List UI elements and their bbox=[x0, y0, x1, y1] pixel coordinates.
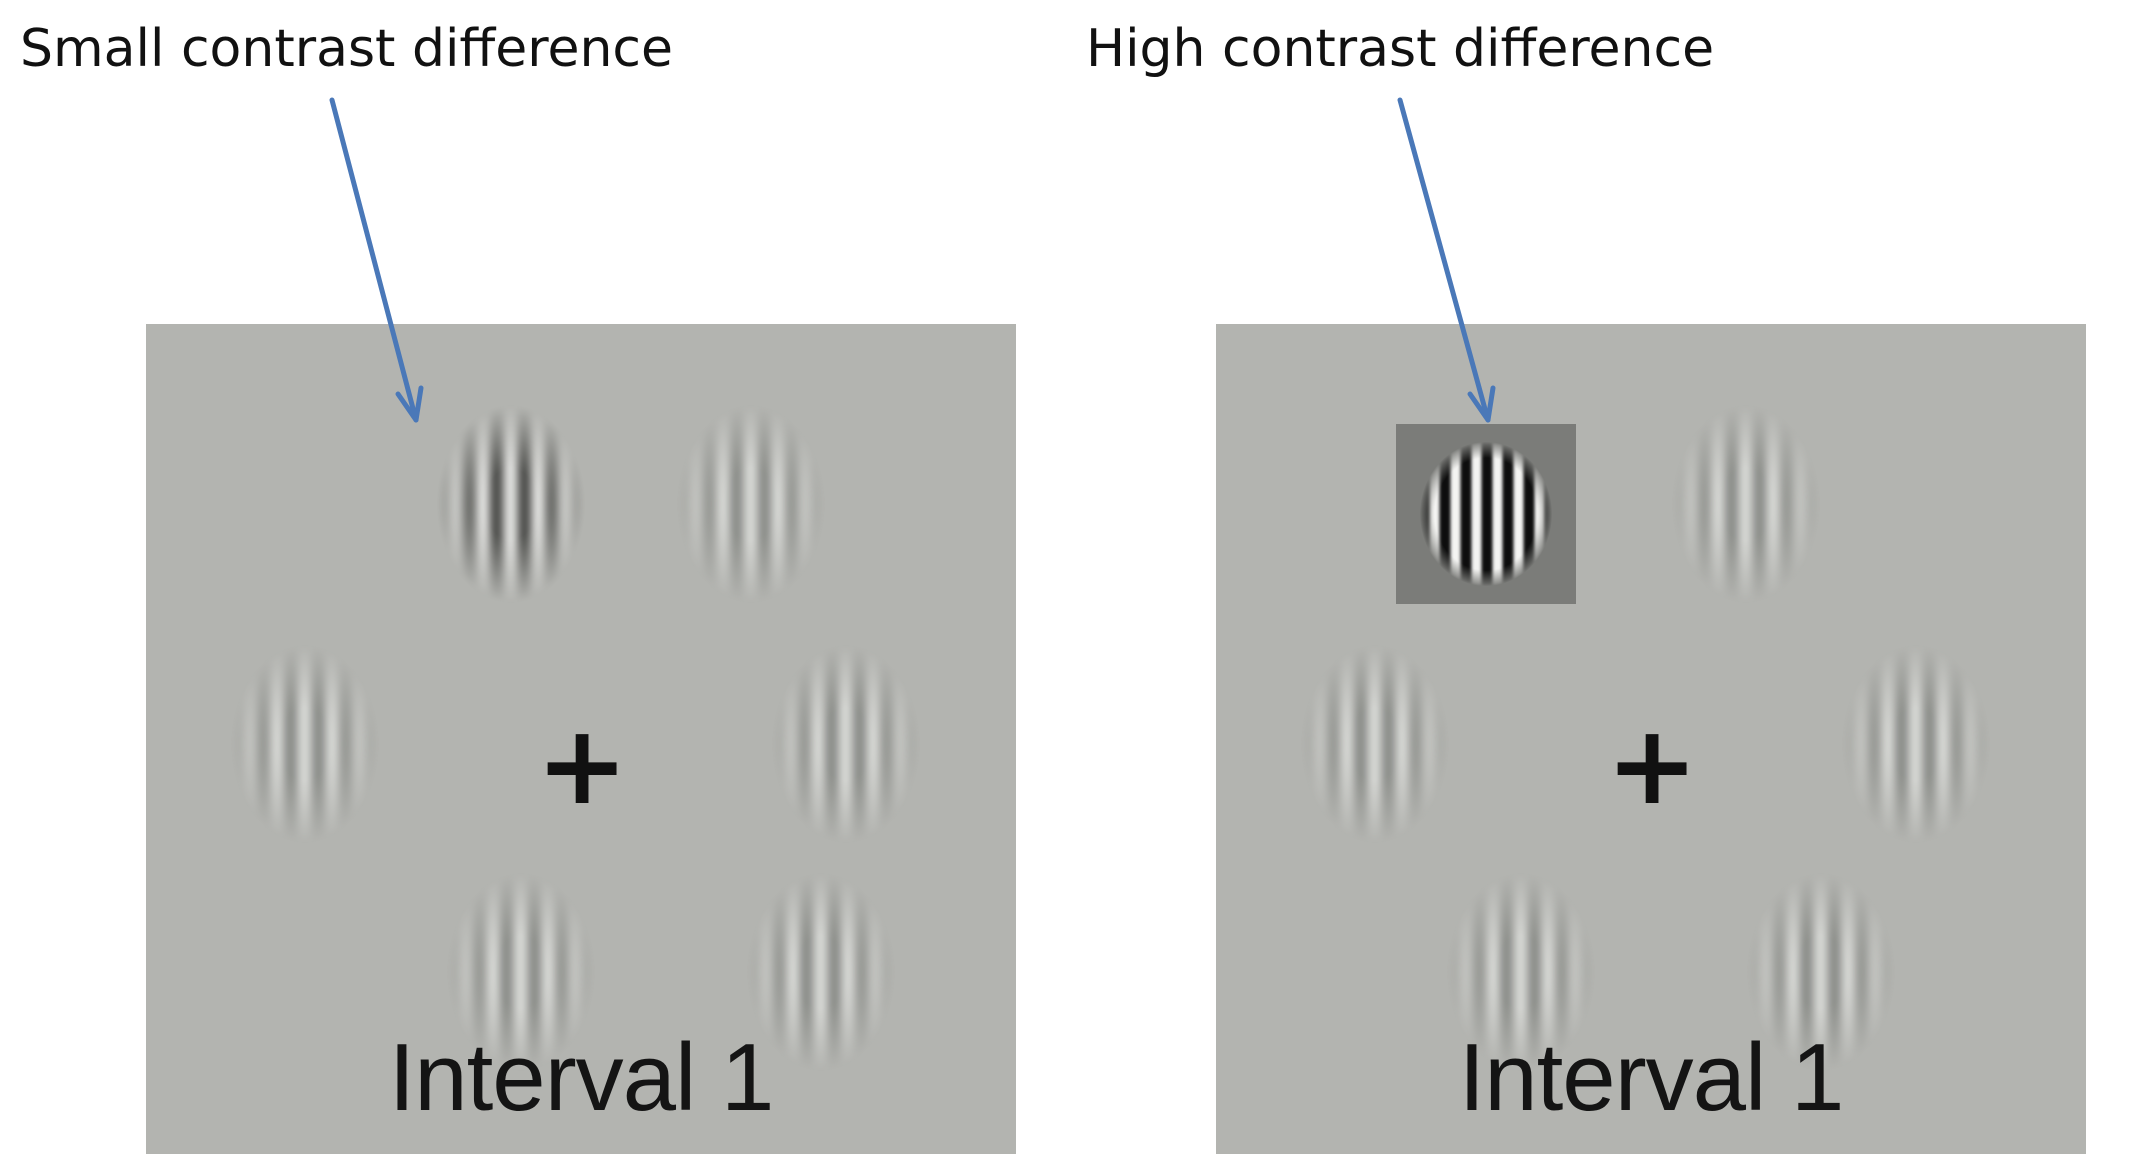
stimulus-panel-left: + Interval 1 bbox=[146, 324, 1016, 1154]
grating-patch bbox=[446, 872, 596, 1072]
interval-label: Interval 1 bbox=[388, 1024, 775, 1131]
caption-small-contrast-difference: Small contrast difference bbox=[20, 19, 673, 79]
stimulus-panel-right: + Interval 1 bbox=[1216, 324, 2086, 1154]
grating-patch-target bbox=[436, 404, 586, 604]
high-contrast-grating bbox=[1420, 442, 1552, 586]
grating-patch bbox=[746, 872, 896, 1072]
grating-patch bbox=[1841, 644, 1991, 844]
grating-patch bbox=[230, 644, 380, 844]
grating-patch bbox=[1300, 644, 1450, 844]
grating-patch bbox=[1746, 872, 1896, 1072]
interval-label: Interval 1 bbox=[1458, 1024, 1845, 1131]
grating-patch bbox=[771, 644, 921, 844]
grating-patch-target-high-contrast bbox=[1396, 424, 1576, 604]
grating-patch bbox=[1671, 404, 1821, 604]
fixation-cross: + bbox=[536, 701, 629, 829]
grating-patch bbox=[676, 404, 826, 604]
caption-high-contrast-difference: High contrast difference bbox=[1086, 19, 1715, 79]
grating-patch bbox=[1446, 872, 1596, 1072]
fixation-cross: + bbox=[1606, 701, 1699, 829]
